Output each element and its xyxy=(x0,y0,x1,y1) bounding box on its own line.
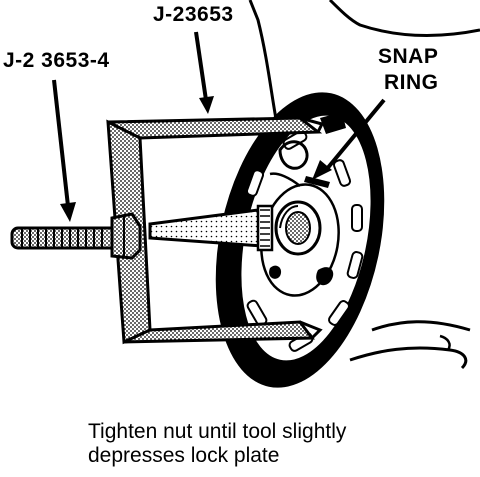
forcing-screw xyxy=(10,212,142,260)
label-ring: RING xyxy=(384,71,439,94)
label-tool-part: J-2 3653-4 xyxy=(3,49,110,72)
lock-plate xyxy=(215,92,385,388)
cone-adapter xyxy=(148,204,274,252)
caption: Tighten nut until tool slightly depresse… xyxy=(88,420,346,468)
caption-line-1: Tighten nut until tool slightly xyxy=(88,420,347,443)
caption-line-2: depresses lock plate xyxy=(88,444,280,467)
arrow-heads xyxy=(60,96,332,222)
label-snap: SNAP xyxy=(378,45,439,68)
label-tool: J-23653 xyxy=(153,3,234,26)
leader-arrows xyxy=(52,31,386,207)
